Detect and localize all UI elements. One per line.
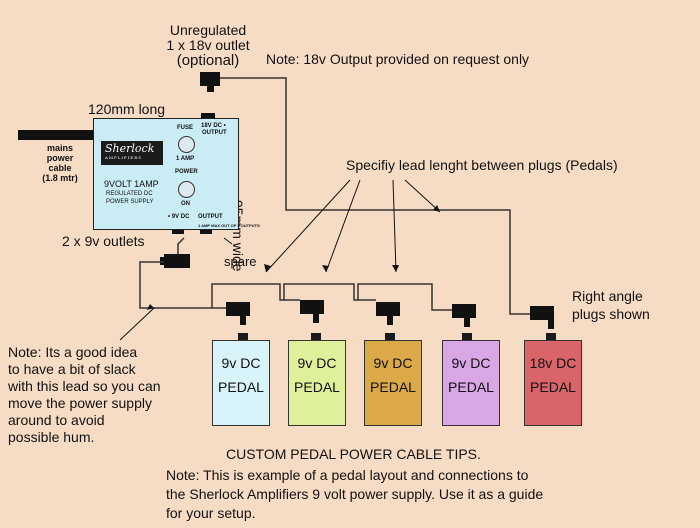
specify-label: Specifiy lead lenght between plugs (Peda… xyxy=(346,157,618,173)
custom-title: CUSTOM PEDAL POWER CABLE TIPS. xyxy=(226,446,481,462)
fuse-knob xyxy=(178,136,195,153)
spare-label: spare xyxy=(224,254,257,269)
pedal-1: 9v DC PEDAL xyxy=(212,340,270,426)
daisy-chain-cable xyxy=(139,261,226,309)
right-angle-label: Right angle plugs shown xyxy=(572,288,650,322)
pedal-2: 9v DC PEDAL xyxy=(288,340,346,426)
voltage-label: 9VOLT 1AMP xyxy=(104,179,159,189)
plug-9v-outlet xyxy=(164,254,190,268)
power-switch xyxy=(178,181,195,198)
pedal-3: 9v DC PEDAL xyxy=(364,340,422,426)
power-supply-unit: Sherlock AMPLIFIERS 9VOLT 1AMP REGULATED… xyxy=(93,118,260,230)
cable-18v xyxy=(220,77,530,315)
pedal-5: 18v DC PEDAL xyxy=(524,340,582,426)
right-angle-plugs xyxy=(226,300,554,329)
length-label: 120mm long xyxy=(88,101,166,117)
note-18v: Note: 18v Output provided on request onl… xyxy=(266,51,530,67)
outlets-label: 2 x 9v outlets xyxy=(62,233,145,249)
footer-note: Note: This is example of a pedal layout … xyxy=(166,467,544,521)
mains-label: mains power cable (1.8 mtr) xyxy=(42,143,78,183)
pedal-4: 9v DC PEDAL xyxy=(442,340,500,426)
plug-18v-top xyxy=(200,72,220,86)
mains-cable xyxy=(18,130,94,140)
note-slack: Note: Its a good idea to have a bit of s… xyxy=(8,344,161,445)
sherlock-logo: Sherlock AMPLIFIERS xyxy=(101,141,163,165)
annotation-arrows xyxy=(119,179,441,341)
unregulated-label: Unregulated 1 x 18v outlet (optional) xyxy=(166,22,250,69)
